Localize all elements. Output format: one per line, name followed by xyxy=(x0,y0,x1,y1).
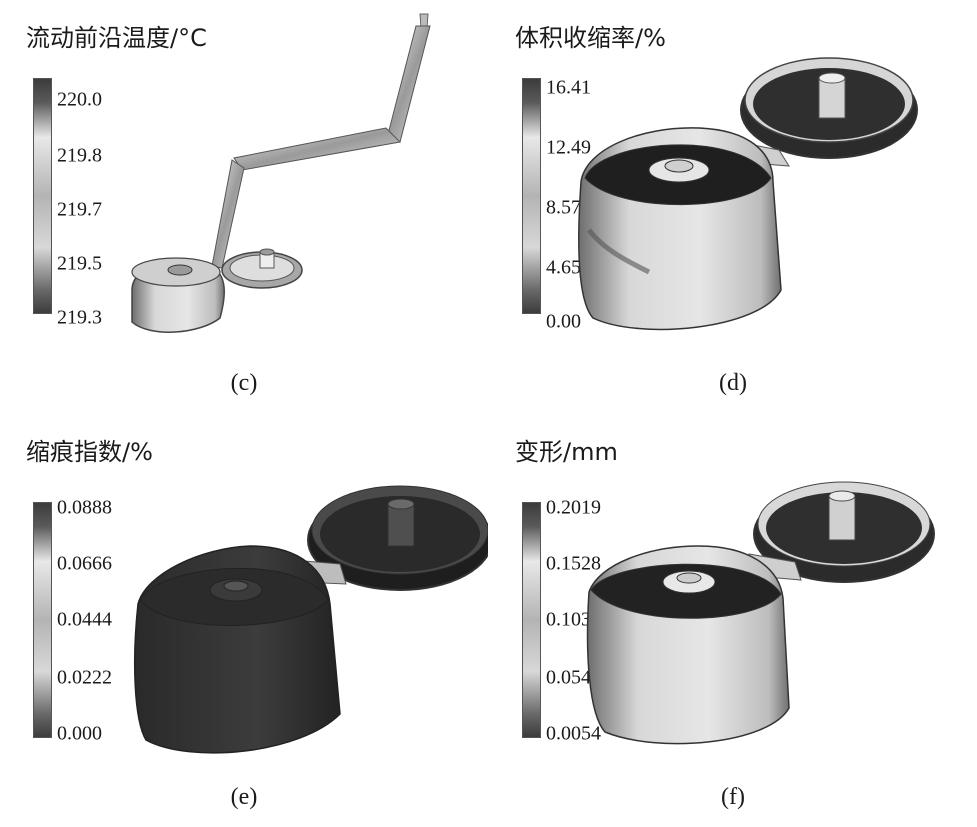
scale-tick: 8.57 xyxy=(546,196,581,219)
scale-tick: 0.0666 xyxy=(57,552,112,575)
scale-tick: 219.7 xyxy=(57,198,102,221)
scale-tick: 220.0 xyxy=(57,88,102,111)
scale-tick: 0.0054 xyxy=(546,722,601,745)
simulation-render xyxy=(133,485,488,754)
panel-d: 体积收缩率/% 16.41 12.49 8.57 4.65 0.00 (d) xyxy=(489,0,977,413)
scale-tick: 0.0444 xyxy=(57,608,112,631)
panel-title: 流动前沿温度/°C xyxy=(26,24,207,52)
color-scale-bar xyxy=(522,78,541,314)
panel-title: 缩痕指数/% xyxy=(26,438,153,466)
scale-tick: 219.8 xyxy=(57,144,102,167)
scale-tick: 0.2019 xyxy=(546,496,601,519)
panel-title: 体积收缩率/% xyxy=(515,24,666,52)
scale-tick: 0.1528 xyxy=(546,552,601,575)
color-scale-bar xyxy=(33,502,52,738)
panel-e: 缩痕指数/% 0.0888 0.0666 0.0444 0.0222 0.000… xyxy=(0,414,488,827)
scale-tick: 219.3 xyxy=(57,306,102,329)
scale-tick: 219.5 xyxy=(57,252,102,275)
scale-tick: 0.0545 xyxy=(546,666,601,689)
panel-caption: (d) xyxy=(719,370,747,396)
panel-caption: (f) xyxy=(721,784,745,810)
panel-f: 变形/mm 0.2019 0.1528 0.1037 0.0545 0.0054… xyxy=(489,414,977,827)
simulation-render xyxy=(131,13,431,333)
color-scale-bar xyxy=(522,502,541,738)
scale-tick: 0.00 xyxy=(546,310,581,333)
panel-caption: (e) xyxy=(230,784,258,810)
scale-tick: 0.0222 xyxy=(57,666,112,689)
panel-c: 流动前沿温度/°C 220.0 219.8 219.7 219.5 219.3 … xyxy=(0,0,488,413)
simulation-render xyxy=(586,481,935,745)
color-scale-bar xyxy=(33,78,52,314)
simulation-render xyxy=(578,57,918,331)
scale-tick: 4.65 xyxy=(546,256,581,279)
scale-tick: 16.41 xyxy=(546,76,591,99)
scale-tick: 0.0888 xyxy=(57,496,112,519)
panel-caption: (c) xyxy=(230,370,258,396)
scale-tick: 0.000 xyxy=(57,722,102,745)
scale-tick: 12.49 xyxy=(546,136,591,159)
panel-title: 变形/mm xyxy=(515,438,618,466)
